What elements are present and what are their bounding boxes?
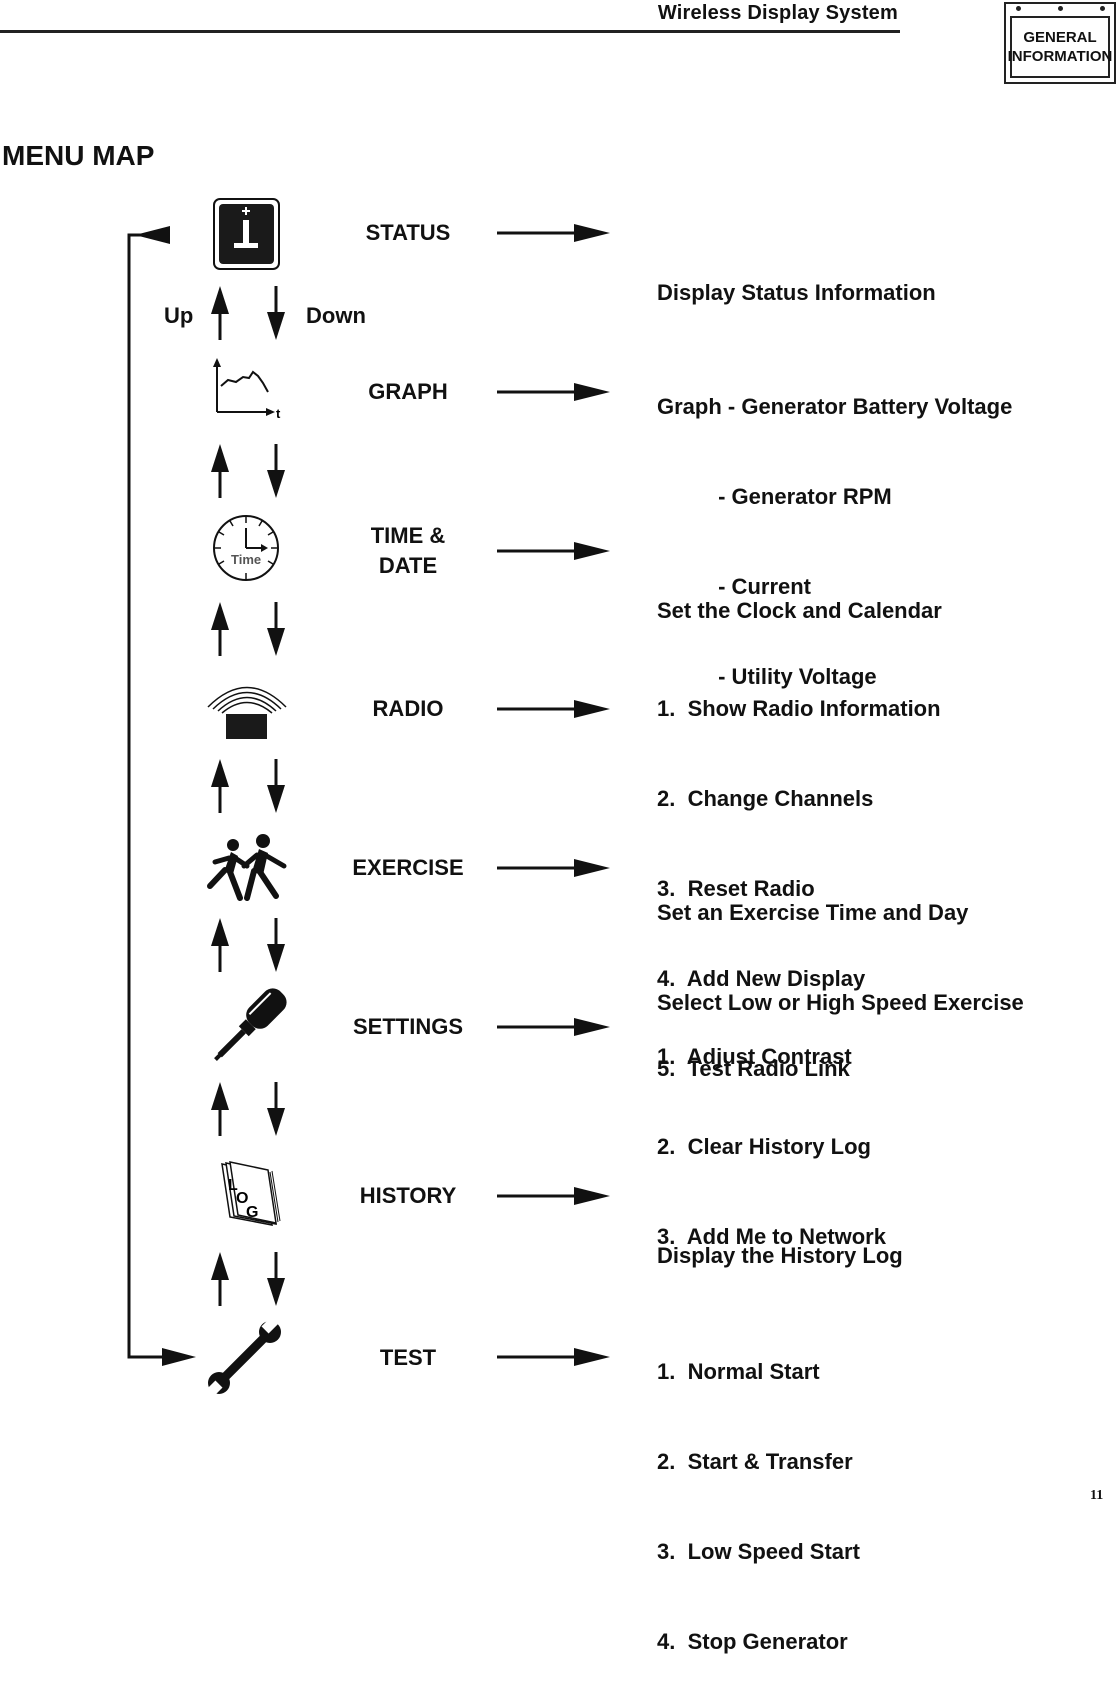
up-arrow-icon: [211, 602, 229, 656]
wrench-icon: [205, 1316, 281, 1398]
down-arrow-icon: [267, 1252, 285, 1306]
description-line: Display Status Information: [657, 280, 936, 305]
down-arrow-icon: [267, 759, 285, 813]
down-arrow-icon: [267, 444, 285, 498]
radio-description: 1. Show Radio Information 2. Change Chan…: [657, 634, 941, 1114]
settings-description: 1. Adjust Contrast 2. Clear History Log …: [657, 982, 886, 1282]
log-letter-l: L: [228, 1177, 238, 1194]
description-line: 2. Change Channels: [657, 786, 874, 811]
description-line: 3. Reset Radio: [657, 876, 815, 901]
general-information-badge: GENERAL INFORMATION: [1004, 2, 1116, 84]
arrow-right-icon: [497, 1018, 610, 1036]
description-line: 1. Show Radio Information: [657, 696, 941, 721]
down-arrow-icon: [267, 286, 285, 340]
badge-line-1: GENERAL: [1023, 29, 1097, 46]
log-letter-o: O: [236, 1190, 248, 1207]
description-line: 5. Test Radio Link: [657, 1056, 850, 1081]
arrow-right-icon: [497, 700, 610, 718]
loop-arrow-right-icon: [162, 1348, 196, 1366]
exercise-description: Set an Exercise Time and Day Select Low …: [657, 838, 1024, 1048]
log-letter-g: G: [246, 1204, 258, 1221]
up-down-arrows: [211, 286, 285, 1306]
description-line: 1. Adjust Contrast: [657, 1044, 852, 1069]
status-description: Display Status Information: [657, 218, 936, 338]
menu-label-graph: GRAPH: [368, 379, 448, 404]
up-arrow-icon: [211, 1252, 229, 1306]
description-line: Set an Exercise Time and Day: [657, 900, 969, 925]
loop-arrow-left-icon: [135, 226, 170, 244]
menu-label-radio: RADIO: [372, 696, 444, 721]
graph-icon: t: [213, 358, 281, 421]
badge-rivet-icon: [1100, 6, 1105, 11]
header-title: Wireless Display System: [657, 2, 898, 24]
description-line: Display the History Log: [657, 1243, 903, 1268]
badge-rivet-icon: [1058, 6, 1063, 11]
screwdriver-icon: [214, 988, 287, 1061]
arrow-right-icon: [497, 1348, 610, 1366]
history-description: Display the History Log: [657, 1181, 903, 1301]
badge-label: GENERAL INFORMATION: [1007, 16, 1113, 78]
info-icon: [213, 198, 280, 270]
description-line: - Generator RPM: [657, 484, 892, 509]
page-heading: MENU MAP: [2, 140, 155, 171]
up-arrow-icon: [211, 286, 229, 340]
menu-label-time-date-line-2: DATE: [378, 553, 438, 578]
down-arrow-icon: [267, 1082, 285, 1136]
badge-rivet-icon: [1016, 6, 1021, 11]
arrow-right-icon: [497, 224, 610, 242]
page-number: 11: [1090, 1488, 1104, 1503]
description-line: 3. Add Me to Network: [657, 1224, 886, 1249]
description-line: 4. Stop Generator: [657, 1629, 848, 1654]
description-line: - Current: [657, 574, 812, 599]
arrow-right-icon: [497, 542, 610, 560]
arrow-right-icon: [497, 383, 610, 401]
arrow-right-icon: [497, 1187, 610, 1205]
header-rule: [0, 30, 900, 33]
menu-map-diagram: t Time: [127, 198, 610, 1398]
wrap-loop-connector: [127, 226, 196, 1366]
description-arrows: [497, 224, 610, 1366]
clock-icon: Time: [213, 515, 279, 581]
up-arrow-icon: [211, 1082, 229, 1136]
log-book-icon: L O G: [221, 1161, 281, 1226]
description-line: Set the Clock and Calendar: [657, 598, 942, 623]
description-line: - Utility Voltage: [657, 664, 877, 689]
time-date-description: Set the Clock and Calendar: [657, 536, 942, 656]
description-line: 4. Add New Display: [657, 966, 866, 991]
up-arrow-icon: [211, 444, 229, 498]
description-line: Graph - Generator Battery Voltage: [657, 394, 1013, 419]
description-line: 2. Start & Transfer: [657, 1449, 853, 1474]
menu-label-settings: SETTINGS: [352, 1014, 463, 1039]
description-line: 1. Normal Start: [657, 1359, 820, 1384]
down-arrow-icon: [267, 918, 285, 972]
radio-icon: [207, 686, 287, 739]
badge-line-2: INFORMATION: [1007, 48, 1113, 65]
down-arrow-icon: [267, 602, 285, 656]
menu-label-time-date-line-1: TIME &: [370, 523, 446, 548]
menu-label-status: STATUS: [365, 220, 451, 245]
menu-label-test: TEST: [379, 1345, 437, 1370]
graph-icon-axis-label: t: [276, 406, 281, 421]
down-label: Down: [306, 303, 366, 328]
description-line: 2. Clear History Log: [657, 1134, 871, 1159]
up-arrow-icon: [211, 759, 229, 813]
up-arrow-icon: [211, 918, 229, 972]
description-line: Select Low or High Speed Exercise: [657, 990, 1024, 1015]
running-people-icon: [207, 834, 287, 901]
up-label: Up: [164, 303, 194, 328]
menu-label-exercise: EXERCISE: [352, 855, 464, 880]
graph-description: Graph - Generator Battery Voltage - Gene…: [657, 332, 1012, 722]
clock-icon-label: Time: [231, 552, 261, 567]
description-line: 3. Low Speed Start: [657, 1539, 860, 1564]
menu-label-history: HISTORY: [359, 1183, 457, 1208]
arrow-right-icon: [497, 859, 610, 877]
